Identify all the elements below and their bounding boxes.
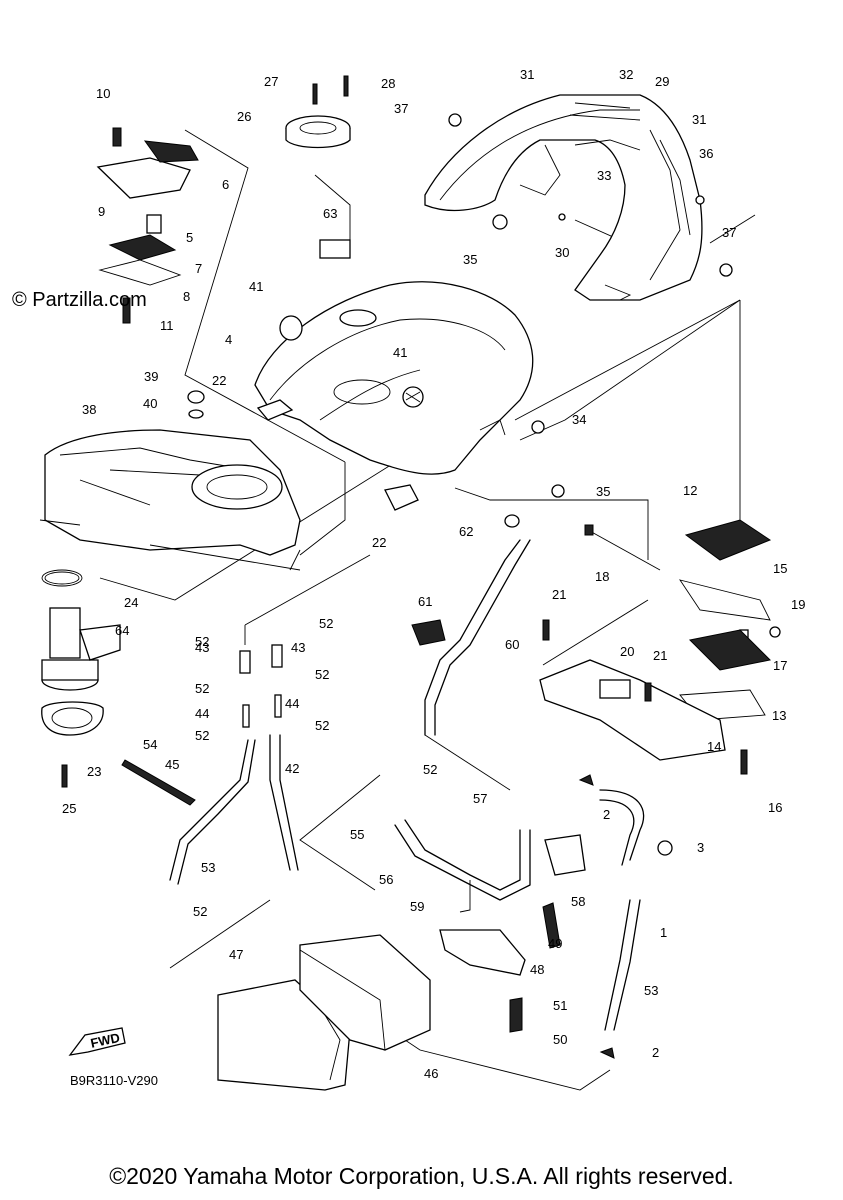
callout-26: 26 bbox=[237, 109, 251, 124]
callout-52: 52 bbox=[315, 718, 329, 733]
callout-33: 33 bbox=[597, 168, 611, 183]
callout-5: 5 bbox=[186, 230, 193, 245]
callout-53: 53 bbox=[201, 860, 215, 875]
callout-17: 17 bbox=[773, 658, 787, 673]
callout-21: 21 bbox=[653, 648, 667, 663]
callout-14: 14 bbox=[707, 739, 721, 754]
callout-6: 6 bbox=[222, 177, 229, 192]
callout-61: 61 bbox=[418, 594, 432, 609]
callout-45: 45 bbox=[165, 757, 179, 772]
tank-cover bbox=[254, 239, 565, 511]
callout-15: 15 bbox=[773, 561, 787, 576]
callout-62: 62 bbox=[459, 524, 473, 539]
callout-22: 22 bbox=[212, 373, 226, 388]
callout-60: 60 bbox=[505, 637, 519, 652]
fuel-hoses bbox=[121, 514, 531, 885]
callout-52: 52 bbox=[319, 616, 333, 631]
callout-13: 13 bbox=[772, 708, 786, 723]
fuel-tank bbox=[39, 390, 301, 571]
callout-31: 31 bbox=[520, 67, 534, 82]
fuel-cap bbox=[285, 75, 351, 149]
diagram-code: B9R3110-V290 bbox=[70, 1073, 158, 1088]
callout-63: 63 bbox=[323, 206, 337, 221]
watermark: © Partzilla.com bbox=[12, 289, 147, 311]
callout-31: 31 bbox=[692, 112, 706, 127]
callout-54: 54 bbox=[143, 737, 157, 752]
callout-32: 32 bbox=[619, 67, 633, 82]
callout-50: 50 bbox=[553, 1032, 567, 1047]
callout-55: 55 bbox=[350, 827, 364, 842]
callout-52: 52 bbox=[193, 904, 207, 919]
callout-43: 43 bbox=[195, 640, 209, 655]
canister-assembly bbox=[217, 774, 673, 1091]
callout-40: 40 bbox=[143, 396, 157, 411]
callout-47: 47 bbox=[229, 947, 243, 962]
callout-22: 22 bbox=[372, 535, 386, 550]
callout-37: 37 bbox=[394, 101, 408, 116]
callout-44: 44 bbox=[195, 706, 209, 721]
callout-34: 34 bbox=[572, 412, 586, 427]
callout-18: 18 bbox=[595, 569, 609, 584]
callout-59: 59 bbox=[410, 899, 424, 914]
callout-56: 56 bbox=[379, 872, 393, 887]
callout-19: 19 bbox=[791, 597, 805, 612]
callout-43: 43 bbox=[291, 640, 305, 655]
callout-51: 51 bbox=[553, 998, 567, 1013]
callout-10: 10 bbox=[96, 86, 110, 101]
callout-23: 23 bbox=[87, 764, 101, 779]
callout-11: 11 bbox=[160, 318, 174, 333]
callout-16: 16 bbox=[768, 800, 782, 815]
callout-36: 36 bbox=[699, 146, 713, 161]
fuel-pump bbox=[41, 569, 121, 788]
callout-2: 2 bbox=[603, 807, 610, 822]
callout-labels: 1223456789101112131415161718192021212222… bbox=[62, 67, 805, 1081]
seat-bracket-left bbox=[96, 127, 199, 324]
callout-64: 64 bbox=[115, 623, 129, 638]
callout-41: 41 bbox=[393, 345, 407, 360]
callout-1: 1 bbox=[660, 925, 667, 940]
callout-52: 52 bbox=[195, 728, 209, 743]
callout-46: 46 bbox=[424, 1066, 438, 1081]
callout-42: 42 bbox=[285, 761, 299, 776]
callout-9: 9 bbox=[98, 204, 105, 219]
callout-49: 49 bbox=[548, 936, 562, 951]
callout-2: 2 bbox=[652, 1045, 659, 1060]
callout-25: 25 bbox=[62, 801, 76, 816]
guide-lines bbox=[99, 129, 756, 1091]
callout-12: 12 bbox=[683, 483, 697, 498]
callout-38: 38 bbox=[82, 402, 96, 417]
callout-20: 20 bbox=[620, 644, 634, 659]
fwd-arrow: FWD bbox=[68, 1027, 126, 1056]
callout-41: 41 bbox=[249, 279, 263, 294]
callout-29: 29 bbox=[655, 74, 669, 89]
callout-39: 39 bbox=[144, 369, 158, 384]
callout-48: 48 bbox=[530, 962, 544, 977]
callout-58: 58 bbox=[571, 894, 585, 909]
callout-52: 52 bbox=[195, 634, 209, 649]
callout-7: 7 bbox=[195, 261, 202, 276]
callout-3: 3 bbox=[697, 840, 704, 855]
callout-27: 27 bbox=[264, 74, 278, 89]
callout-53: 53 bbox=[644, 983, 658, 998]
fwd-label: FWD bbox=[89, 1030, 121, 1051]
callout-35: 35 bbox=[596, 484, 610, 499]
callout-28: 28 bbox=[381, 76, 395, 91]
callout-52: 52 bbox=[195, 681, 209, 696]
bracket-right bbox=[539, 519, 781, 775]
callout-37: 37 bbox=[722, 225, 736, 240]
callout-24: 24 bbox=[124, 595, 138, 610]
callout-30: 30 bbox=[555, 245, 569, 260]
callout-44: 44 bbox=[285, 696, 299, 711]
callout-35: 35 bbox=[463, 252, 477, 267]
callout-4: 4 bbox=[225, 332, 232, 347]
callout-21: 21 bbox=[552, 587, 566, 602]
copyright-notice: ©2020 Yamaha Motor Corporation, U.S.A. A… bbox=[109, 1163, 734, 1189]
callout-8: 8 bbox=[183, 289, 190, 304]
callout-52: 52 bbox=[423, 762, 437, 777]
seat-cowl bbox=[424, 94, 733, 301]
callout-57: 57 bbox=[473, 791, 487, 806]
callout-52: 52 bbox=[315, 667, 329, 682]
